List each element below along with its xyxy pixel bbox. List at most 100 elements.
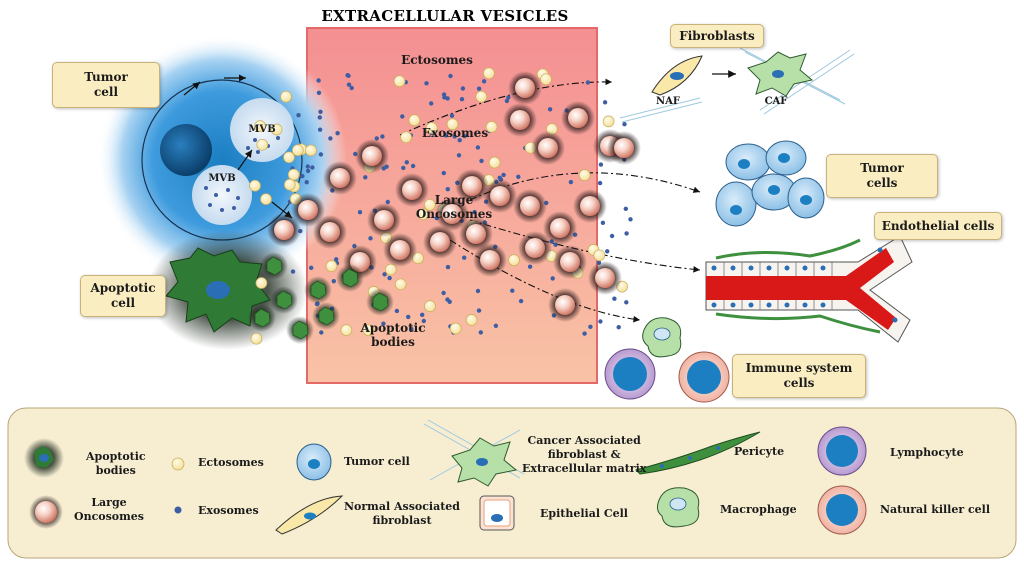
legend-pericyte-icon [635, 431, 761, 475]
ectosome [291, 144, 304, 157]
exosome [510, 288, 515, 293]
exosome [616, 325, 621, 330]
exosome [449, 113, 455, 118]
exosome [624, 300, 629, 305]
ectosome [305, 144, 317, 157]
exosome [516, 174, 521, 179]
exosome [462, 133, 467, 139]
exosome [452, 134, 457, 139]
exosome [429, 101, 434, 106]
legend-label-macrophage: Macrophage [720, 503, 797, 516]
exosome [296, 113, 301, 118]
exosome [547, 107, 553, 112]
exosome [448, 73, 453, 79]
mvb-lower [192, 165, 252, 225]
legend-panel [7, 407, 1017, 559]
caf-nucleus [772, 70, 784, 78]
ectosome [393, 75, 406, 88]
ectosome [400, 131, 412, 144]
exosome [357, 210, 363, 215]
ectosome [283, 151, 295, 164]
exosome [518, 298, 524, 304]
exosome [394, 308, 400, 314]
ectosome [424, 300, 436, 312]
exosome [501, 172, 506, 178]
legend-apoptotic-bodies-icon [24, 438, 64, 478]
exosome [409, 326, 414, 332]
caf-matrix [619, 47, 855, 123]
exosome [597, 180, 603, 186]
exosome [401, 165, 406, 171]
box-apoptotic-cell: Apoptotic cell [80, 275, 166, 317]
box-tumor-cells: Tumor cells [826, 154, 938, 198]
ectosome [485, 121, 498, 133]
ectosome [408, 114, 421, 127]
legend-label-epithelial-cell: Epithelial Cell [540, 507, 628, 520]
exosome [335, 131, 340, 136]
exosome [568, 179, 574, 185]
exosome [310, 165, 315, 170]
exosome [585, 80, 591, 85]
exosome [346, 82, 352, 87]
large-oncosome [550, 218, 570, 238]
large-oncosome [466, 224, 486, 244]
exosome [381, 321, 386, 326]
ectosome [488, 156, 501, 169]
ectosome [602, 115, 615, 128]
legend-label-tumor-cell: Tumor cell [344, 455, 410, 468]
legend-label-nk-cell: Natural killer cell [880, 503, 991, 516]
exosome [331, 279, 336, 284]
exosome [319, 330, 324, 335]
lymphocyte-nucleus [613, 357, 647, 391]
label-caf: CAF [764, 96, 788, 107]
exosome [582, 331, 587, 336]
legend-epithelial-cell-icon [479, 495, 515, 531]
exosome [421, 318, 426, 324]
apoptotic-body [318, 306, 335, 326]
legend-nk-icon [817, 485, 867, 535]
ectosome [475, 90, 488, 103]
large-oncosome [274, 220, 294, 240]
ectosome [508, 254, 520, 266]
exosome [305, 164, 310, 169]
exosome [472, 209, 477, 215]
box-endothelial-cells: Endothelial cells [874, 212, 1002, 240]
exosome [527, 264, 533, 269]
legend-label-caf: Cancer Associated fibroblast & Extracell… [522, 434, 647, 475]
exosome [598, 319, 603, 324]
large-oncosome [430, 232, 450, 252]
exosome [309, 265, 314, 270]
exosome [328, 136, 333, 141]
large-oncosome [525, 238, 545, 258]
large-oncosome [568, 108, 588, 128]
label-mvb-lower: MVB [208, 173, 236, 184]
exosome [600, 220, 606, 225]
exosome [475, 145, 481, 150]
exosome [420, 312, 425, 317]
ectosome [325, 260, 338, 272]
large-oncosome [520, 196, 540, 216]
exosome [424, 81, 429, 86]
large-oncosome [510, 110, 530, 130]
legend-naf-icon [275, 495, 344, 535]
ectosome [423, 198, 436, 211]
ectosome [449, 322, 462, 335]
exosome [612, 296, 617, 301]
large-oncosome [595, 268, 615, 288]
exosome [460, 86, 466, 91]
label-naf: NAF [656, 96, 680, 107]
mvb-arrow [237, 149, 253, 171]
box-immune-system-cells: Immune system cells [732, 354, 866, 398]
large-oncosome [538, 138, 558, 158]
exosome [493, 323, 499, 328]
apoptotic-body [254, 308, 271, 328]
ectosome [250, 332, 263, 345]
exosome [605, 249, 610, 254]
large-oncosome [402, 180, 422, 200]
exosome [316, 90, 322, 96]
exosome [457, 138, 462, 143]
box-fibroblasts: Fibroblasts [670, 24, 764, 48]
ectosome [340, 324, 353, 336]
exosome [334, 257, 339, 262]
